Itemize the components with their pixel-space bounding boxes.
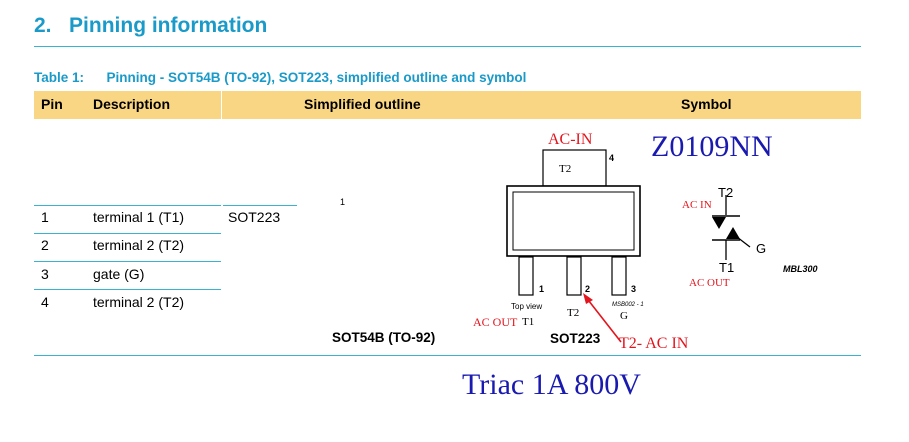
table-header-band <box>34 91 861 119</box>
header-symbol: Symbol <box>681 96 732 112</box>
outline-pin-marker: 1 <box>340 197 346 207</box>
row-3-pin: 3 <box>41 266 49 282</box>
annotation-ac-out-symbol: AC OUT <box>689 277 730 289</box>
annotation-footer: Triac 1A 800V <box>462 368 641 401</box>
header-description: Description <box>93 96 171 112</box>
table-caption-text: Pinning - SOT54B (TO-92), SOT223, simpli… <box>106 70 527 85</box>
annotation-ac-in-top: AC-IN <box>548 131 593 148</box>
row-4-pin: 4 <box>41 294 49 310</box>
row-separator <box>34 233 221 234</box>
section-title: 2. Pinning information <box>34 14 267 38</box>
header-simplified-outline: Simplified outline <box>304 96 421 112</box>
pin-2-lead <box>566 256 582 296</box>
table-bottom-rule <box>34 355 861 356</box>
pin-2-number: 2 <box>585 284 591 294</box>
section-number: 2. <box>34 14 52 37</box>
header-divider <box>221 91 222 119</box>
row-separator <box>34 205 221 206</box>
row-3-description: gate (G) <box>93 266 145 282</box>
table-caption-label: Table 1: <box>34 70 85 85</box>
annotation-ac-out-outline: AC OUT <box>473 315 518 329</box>
package-inner-body <box>512 191 635 251</box>
table-caption: Table 1: Pinning - SOT54B (TO-92), SOT22… <box>34 70 526 85</box>
tab-pin-number: 4 <box>609 153 615 163</box>
section-title-text: Pinning information <box>69 14 268 37</box>
row-1-description: terminal 1 (T1) <box>93 209 185 225</box>
pin-1-lead <box>518 256 534 296</box>
pin-name-t2: T2 <box>567 307 580 319</box>
row-separator <box>34 289 221 290</box>
annotation-part-number: Z0109NN <box>651 130 773 163</box>
pin-3-lead <box>611 256 627 296</box>
top-view-label: Top view <box>511 302 543 311</box>
tab-label-t2: T2 <box>559 163 572 175</box>
annotation-ac-in-symbol: AC IN <box>682 199 712 211</box>
row-1-package: SOT223 <box>228 209 281 225</box>
symbol-code: MBL300 <box>783 264 818 274</box>
label-sot54b: SOT54B (TO-92) <box>332 330 436 345</box>
row-separator <box>34 261 221 262</box>
section-rule <box>34 46 861 47</box>
pin-name-t1: T1 <box>522 316 535 328</box>
symbol-g: G <box>756 241 767 256</box>
pin-name-g: G <box>620 310 628 322</box>
label-sot223: SOT223 <box>550 331 601 346</box>
package-body <box>506 185 641 257</box>
pin-1-number: 1 <box>539 284 545 294</box>
row-2-pin: 2 <box>41 237 49 253</box>
sot223-outline-drawing <box>506 149 641 296</box>
symbol-t1: T1 <box>719 260 735 275</box>
row-separator <box>223 205 297 206</box>
row-2-description: terminal 2 (T2) <box>93 237 185 253</box>
header-pin: Pin <box>41 96 63 112</box>
row-1-pin: 1 <box>41 209 49 225</box>
drawing-code: MSB002 - 1 <box>612 302 644 308</box>
pin-3-number: 3 <box>631 284 637 294</box>
annotation-arrow <box>583 293 622 343</box>
triac-symbol <box>712 195 751 260</box>
symbol-t2: T2 <box>718 185 734 200</box>
tab-body <box>542 149 607 187</box>
row-4-description: terminal 2 (T2) <box>93 294 185 310</box>
annotation-t2-ac-in: T2- AC IN <box>619 335 689 352</box>
